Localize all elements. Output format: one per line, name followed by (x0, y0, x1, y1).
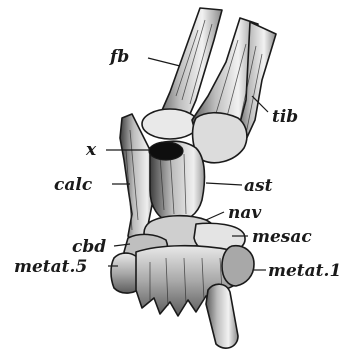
label-metat5: metat.5 (14, 257, 87, 277)
leader-ast (206, 183, 242, 185)
label-cbd: cbd (72, 237, 106, 257)
label-metat1: metat.1 (268, 261, 341, 281)
cavity-x-marker (149, 142, 183, 160)
label-ast: ast (244, 176, 273, 196)
leader-nav (206, 212, 224, 220)
label-fb: fb (109, 47, 129, 67)
leader-fb (148, 58, 180, 66)
label-mesac: mesac (252, 227, 312, 247)
label-x: x (85, 140, 97, 160)
label-nav: nav (228, 203, 262, 223)
label-tib: tib (272, 107, 298, 127)
label-calc: calc (54, 175, 93, 195)
